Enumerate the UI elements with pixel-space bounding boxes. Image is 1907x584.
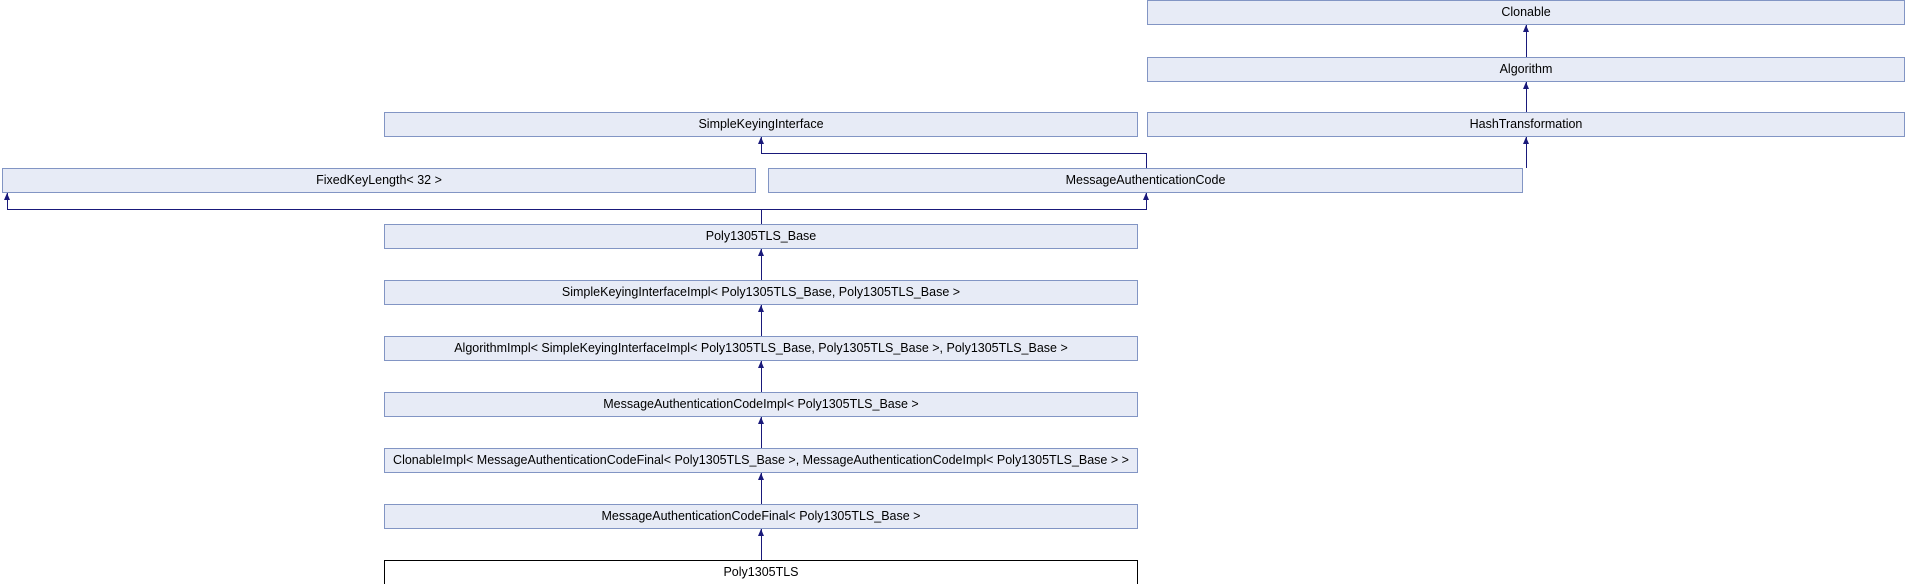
inheritance-arrowhead bbox=[1522, 25, 1529, 32]
edge-segment bbox=[761, 209, 1147, 210]
inheritance-arrowhead bbox=[757, 137, 764, 144]
edge-segment bbox=[761, 209, 762, 224]
class-node-algorithm[interactable]: Algorithm bbox=[1147, 57, 1905, 82]
class-node-poly1305tls[interactable]: Poly1305TLS bbox=[384, 560, 1138, 584]
edge-segment bbox=[761, 305, 762, 336]
edge-segment bbox=[7, 193, 8, 209]
class-node-messageauthenticationcodefinal[interactable]: MessageAuthenticationCodeFinal< Poly1305… bbox=[384, 504, 1138, 529]
edge-segment bbox=[761, 153, 1147, 154]
edge-segment bbox=[1526, 25, 1527, 57]
edge-segment bbox=[1526, 82, 1527, 112]
edge-segment bbox=[1146, 153, 1147, 168]
class-node-messageauthenticationcode[interactable]: MessageAuthenticationCode bbox=[768, 168, 1523, 193]
edge-segment bbox=[7, 209, 762, 210]
class-node-messageauthenticationcodeimpl[interactable]: MessageAuthenticationCodeImpl< Poly1305T… bbox=[384, 392, 1138, 417]
inheritance-arrowhead bbox=[757, 249, 764, 256]
inheritance-arrowhead bbox=[757, 417, 764, 424]
inheritance-arrowhead bbox=[1522, 137, 1529, 144]
edge-segment bbox=[761, 361, 762, 392]
class-node-clonableimpl[interactable]: ClonableImpl< MessageAuthenticationCodeF… bbox=[384, 448, 1138, 473]
class-node-hashtransformation[interactable]: HashTransformation bbox=[1147, 112, 1905, 137]
class-node-clonable[interactable]: Clonable bbox=[1147, 0, 1905, 25]
inheritance-arrowhead bbox=[757, 529, 764, 536]
inheritance-arrowhead bbox=[757, 305, 764, 312]
edge-segment bbox=[761, 529, 762, 560]
class-node-simplekeyinginterfaceimpl[interactable]: SimpleKeyingInterfaceImpl< Poly1305TLS_B… bbox=[384, 280, 1138, 305]
inheritance-arrowhead bbox=[1522, 82, 1529, 89]
class-node-fixedkeylength[interactable]: FixedKeyLength< 32 > bbox=[2, 168, 756, 193]
edge-segment bbox=[761, 137, 762, 153]
class-node-algorithmimpl[interactable]: AlgorithmImpl< SimpleKeyingInterfaceImpl… bbox=[384, 336, 1138, 361]
edge-segment bbox=[1146, 193, 1147, 209]
edge-segment bbox=[761, 473, 762, 504]
edge-segment bbox=[761, 417, 762, 448]
class-node-simplekeyinginterface[interactable]: SimpleKeyingInterface bbox=[384, 112, 1138, 137]
edge-segment bbox=[761, 249, 762, 280]
inheritance-arrowhead bbox=[757, 473, 764, 480]
class-node-poly1305tls_base[interactable]: Poly1305TLS_Base bbox=[384, 224, 1138, 249]
inheritance-arrowhead bbox=[1142, 193, 1149, 200]
inheritance-arrowhead bbox=[757, 361, 764, 368]
edge-segment bbox=[1526, 137, 1527, 168]
inheritance-arrowhead bbox=[3, 193, 10, 200]
